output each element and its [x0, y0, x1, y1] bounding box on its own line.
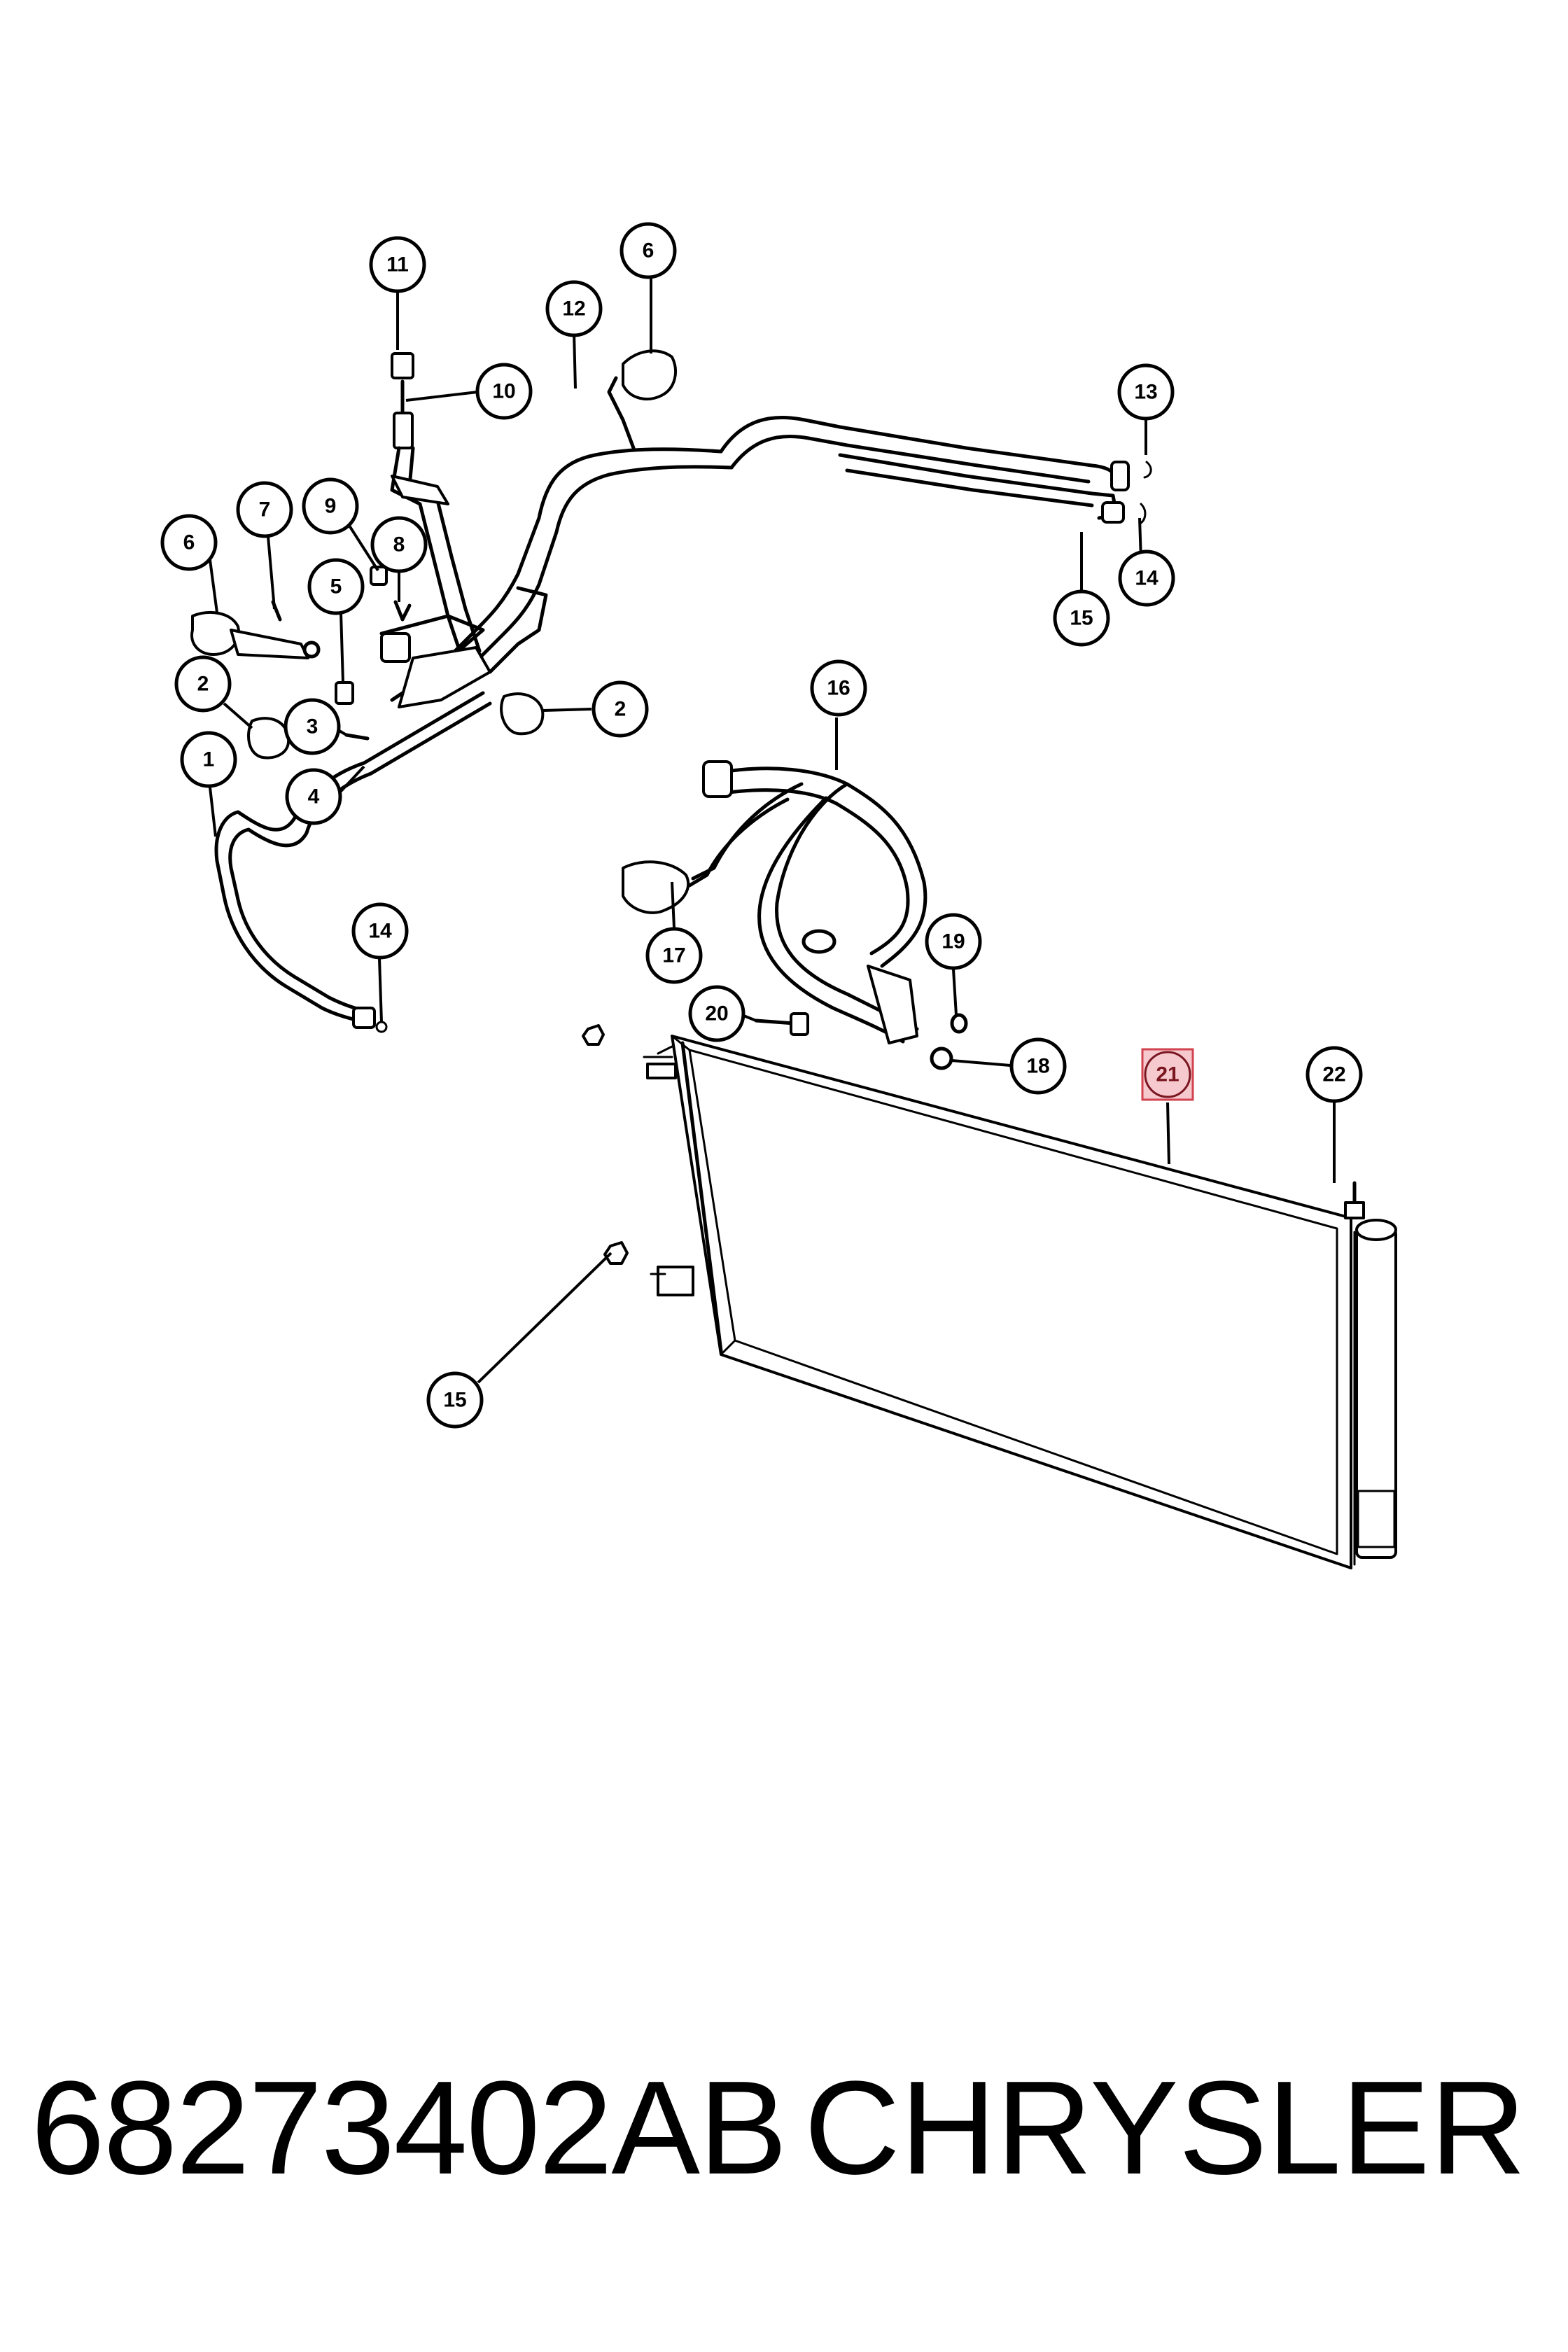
o-ring-19 [950, 1013, 968, 1034]
callout-18: 18 [1009, 1037, 1067, 1095]
svg-text:6: 6 [183, 531, 195, 554]
svg-text:20: 20 [705, 1002, 728, 1026]
svg-text:10: 10 [492, 380, 515, 403]
callout-19: 19 [925, 913, 982, 970]
callout-3: 3 [284, 698, 341, 755]
svg-text:21: 21 [1156, 1063, 1179, 1086]
callout-20: 20 [688, 985, 746, 1042]
callout-6-left: 6 [160, 514, 218, 571]
callout-6-top: 6 [620, 222, 677, 279]
line-16 [622, 760, 927, 1044]
callout-1: 1 [180, 731, 237, 788]
callout-22: 22 [1306, 1046, 1363, 1103]
callout-7: 7 [236, 481, 293, 538]
clip-8 [393, 600, 412, 622]
stud-20 [754, 1012, 809, 1036]
callout-13: 13 [1117, 363, 1175, 421]
part-number: 68273402AB [31, 2054, 788, 2202]
callout-14-left: 14 [351, 902, 409, 960]
svg-text:3: 3 [307, 715, 318, 738]
bolt-3 [344, 733, 370, 741]
callout-5: 5 [307, 558, 365, 615]
svg-text:9: 9 [325, 495, 337, 518]
svg-text:5: 5 [330, 575, 342, 598]
condenser [643, 1035, 1397, 1569]
o-ring-18 [930, 1046, 953, 1070]
upper-lines [719, 415, 1152, 525]
svg-text:8: 8 [393, 533, 405, 556]
callout-15-top: 15 [1053, 589, 1110, 647]
callout-4: 4 [285, 768, 342, 825]
callout-9: 9 [302, 477, 359, 535]
callout-2-left: 2 [174, 655, 232, 713]
nut-top [582, 1024, 605, 1046]
svg-text:1: 1 [203, 748, 215, 771]
svg-text:15: 15 [1070, 607, 1093, 630]
callout-10: 10 [475, 363, 533, 420]
callout-11: 11 [369, 236, 426, 293]
svg-text:12: 12 [562, 298, 585, 321]
footer: 68273402AB CHRYSLER [0, 2051, 1568, 2205]
callout-16: 16 [810, 659, 867, 717]
svg-text:22: 22 [1322, 1063, 1345, 1086]
sensor-5 [335, 681, 354, 705]
manifold [380, 632, 491, 708]
svg-text:18: 18 [1026, 1055, 1049, 1078]
svg-text:17: 17 [662, 944, 685, 967]
callout-2-right: 2 [592, 680, 649, 738]
svg-text:6: 6 [643, 239, 654, 262]
callout-14-right: 14 [1118, 550, 1175, 607]
svg-text:11: 11 [386, 253, 409, 276]
svg-text:16: 16 [827, 677, 850, 700]
callout-15-bottom: 15 [426, 1371, 484, 1429]
clamp-2-left [247, 717, 290, 760]
svg-text:14: 14 [1135, 567, 1158, 590]
callout-17: 17 [645, 927, 703, 984]
svg-text:14: 14 [368, 920, 392, 943]
svg-text:4: 4 [308, 785, 320, 808]
callout-8: 8 [370, 516, 428, 573]
hose-4 [362, 691, 492, 776]
suction-hose [432, 447, 734, 685]
callout-21-highlighted: 21 [1141, 1048, 1194, 1101]
brand-name: CHRYSLER [804, 2054, 1526, 2202]
parts-drawing [190, 349, 1397, 1569]
nut [603, 1241, 629, 1265]
svg-text:19: 19 [941, 930, 965, 953]
svg-text:15: 15 [443, 1389, 466, 1412]
fitting-9 [370, 566, 388, 586]
bracket-6-top [607, 349, 677, 450]
svg-text:7: 7 [259, 498, 271, 522]
bolt-22 [1344, 1181, 1365, 1219]
svg-text:2: 2 [197, 673, 209, 696]
callout-12: 12 [545, 280, 603, 337]
clamp-2-right [500, 692, 545, 736]
leader-lines [209, 273, 1336, 1384]
bracket-6-left [190, 611, 321, 659]
svg-text:13: 13 [1134, 381, 1157, 404]
svg-text:2: 2 [615, 698, 626, 721]
